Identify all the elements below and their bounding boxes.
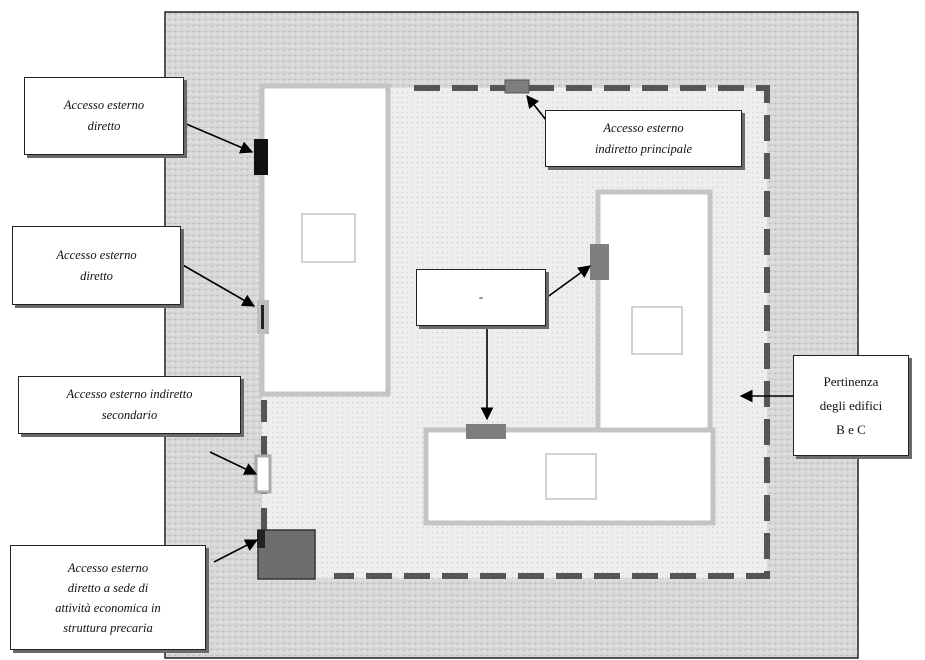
arrow-access-indirect-secondary: [209, 451, 258, 475]
arrow-access-direct-2: [180, 263, 256, 307]
building-b-inner-square: [631, 306, 683, 355]
central-callout-box: -: [416, 269, 546, 326]
appurtenance-boundary: [334, 85, 770, 579]
arrow-access-precarious: [213, 539, 259, 563]
building-c-inner-square: [545, 453, 597, 500]
arrow-access-direct-1: [183, 122, 254, 154]
access-direct-gray-mark: [261, 305, 264, 329]
label-access-precarious: Accesso esterno diretto a sede di attivi…: [10, 545, 206, 650]
label-appurtenance: Pertinenza degli edifici B e C: [793, 355, 909, 456]
access-indirect-main-marker: [504, 79, 530, 94]
access-building-b-marker: [590, 244, 609, 280]
label-access-indirect-main: Accesso esterno indiretto principale: [545, 110, 742, 167]
label-access-direct-2: Accesso esterno diretto: [12, 226, 181, 305]
label-access-direct-1: Accesso esterno diretto: [24, 77, 184, 155]
access-building-c-marker: [466, 424, 506, 439]
access-indirect-secondary-marker: [254, 454, 272, 494]
precarious-structure-door: [257, 530, 265, 548]
label-access-indirect-secondary: Accesso esterno indiretto secondario: [18, 376, 241, 434]
building-a-inner-square: [301, 213, 356, 263]
precarious-structure: [257, 529, 316, 580]
arrow-central-to-building-b: [545, 265, 592, 299]
access-direct-dark: [254, 139, 268, 175]
